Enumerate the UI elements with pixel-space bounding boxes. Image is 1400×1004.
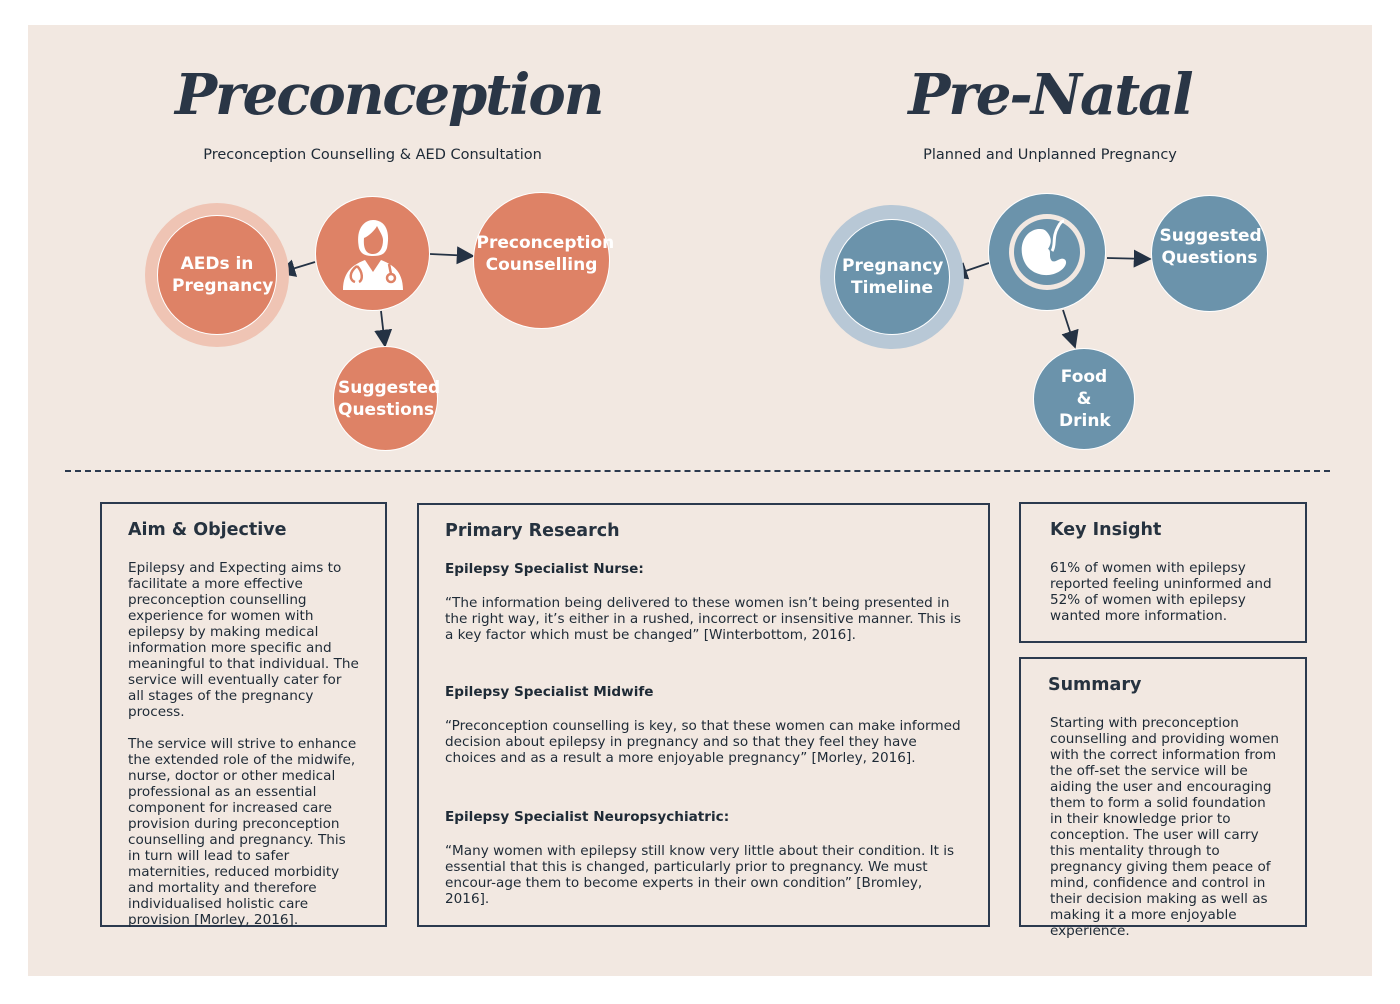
key-insight-panel: Key Insight 61% of women with epilepsy r… [1019, 502, 1307, 643]
research-quote-2: “Preconception counselling is key, so th… [445, 718, 961, 766]
node-label: Preconception Counselling [476, 232, 615, 275]
node-label: Food & Drink [1059, 367, 1111, 431]
node-fetus[interactable] [988, 193, 1106, 311]
arrow-to-suggested-questions-left [374, 310, 393, 348]
arrow-to-preconception-counselling [429, 246, 475, 265]
prenatal-subtitle: Planned and Unplanned Pregnancy [923, 147, 1177, 163]
node-label: Suggested Questions [1159, 225, 1262, 268]
node-label: Suggested Questions [338, 377, 441, 420]
node-doctor[interactable] [315, 196, 430, 311]
arrow-to-food-drink [1061, 309, 1079, 349]
research-source-2: Epilepsy Specialist Midwife [445, 684, 654, 700]
preconception-title: Preconception [175, 62, 605, 128]
node-label: AEDs in Pregnancy [172, 254, 274, 296]
insight-text: 61% of women with epilepsy reported feel… [1050, 560, 1272, 624]
node-aeds-in-pregnancy[interactable]: AEDs in Pregnancy [157, 215, 277, 335]
node-suggested-questions-left[interactable]: Suggested Questions [333, 346, 441, 451]
summary-text: Starting with preconception counselling … [1050, 715, 1279, 939]
research-source-1: Epilepsy Specialist Nurse: [445, 561, 644, 577]
research-source-3: Epilepsy Specialist Neuropsychiatric: [445, 809, 730, 825]
summary-panel: Summary Starting with preconception coun… [1019, 657, 1307, 939]
research-quote-3: “Many women with epilepsy still know ver… [445, 843, 955, 907]
prenatal-title: Pre-Natal [908, 62, 1193, 128]
node-label: Pregnancy Timeline [842, 256, 944, 298]
poster-canvas [28, 25, 1372, 976]
node-pregnancy-timeline[interactable]: Pregnancy Timeline [834, 219, 950, 335]
preconception-subtitle: Preconception Counselling & AED Consulta… [203, 147, 542, 163]
node-preconception-counselling[interactable]: Preconception Counselling [473, 192, 615, 329]
section-divider [65, 470, 1330, 472]
research-quote-1: “The information being delivered to thes… [445, 595, 961, 643]
research-heading: Primary Research [445, 521, 620, 541]
aim-heading: Aim & Objective [128, 520, 287, 540]
primary-research-panel: Primary Research Epilepsy Specialist Nur… [417, 503, 990, 927]
arrow-to-suggested-questions-right [1106, 249, 1152, 268]
node-suggested-questions-right[interactable]: Suggested Questions [1151, 195, 1268, 312]
aim-objective-panel: Aim & Objective Epilepsy and Expecting a… [100, 502, 387, 928]
aim-paragraph-2: The service will strive to enhance the e… [128, 736, 357, 928]
aim-paragraph-1: Epilepsy and Expecting aims to facilitat… [128, 560, 359, 720]
fetus-icon [1009, 214, 1085, 290]
summary-heading: Summary [1048, 675, 1142, 695]
node-food-and-drink[interactable]: Food & Drink [1033, 348, 1135, 450]
insight-heading: Key Insight [1050, 520, 1162, 540]
doctor-icon [342, 219, 403, 290]
